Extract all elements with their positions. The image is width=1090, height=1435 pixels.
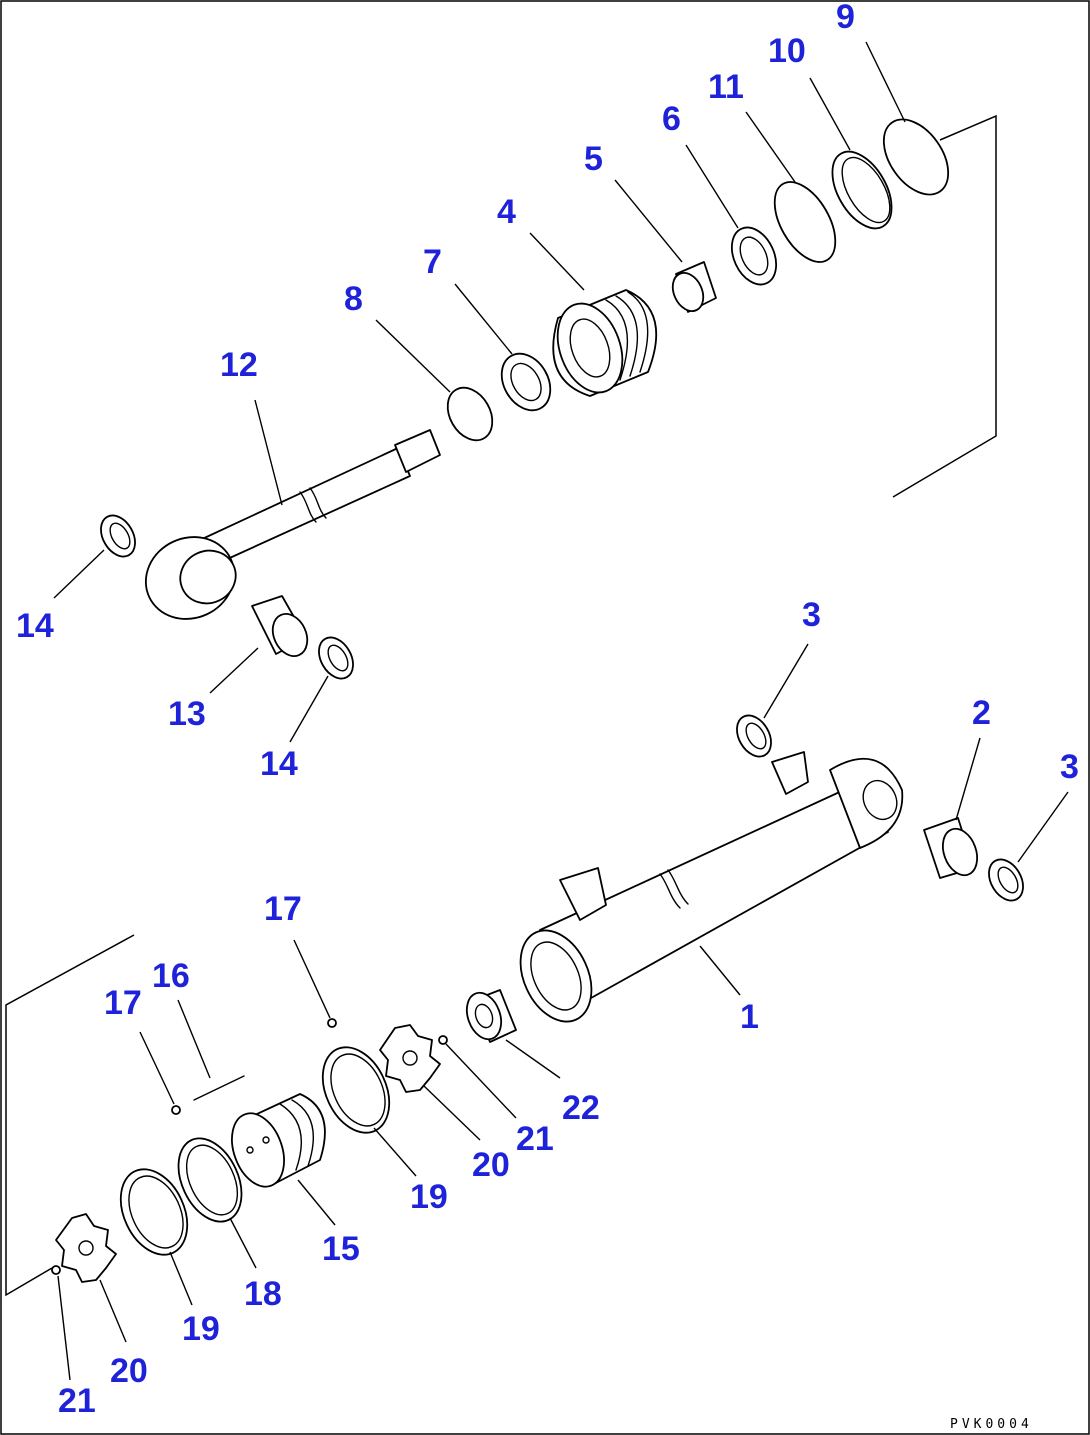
rod-group-bracket [892,114,997,498]
part-20-plate [379,1024,441,1093]
part-6-seal [730,226,778,286]
part-1-cylinder-tube [519,751,904,1023]
callout-10: 10 [768,32,806,70]
callout-20: 20 [472,1146,510,1184]
callout-16: 16 [152,957,190,995]
part-21-ball-b [51,1265,61,1275]
callout-8: 8 [344,280,363,318]
callout-2: 2 [972,694,991,732]
callout-21: 21 [516,1120,554,1158]
part-17-ball-b [171,1105,181,1115]
drawing-code: PVK0004 [950,1417,1033,1432]
callout-4: 4 [497,193,516,231]
callout-12: 12 [220,346,258,384]
callout-21b: 21 [58,1382,96,1420]
callout-1: 1 [740,998,759,1036]
callout-18: 18 [244,1275,282,1313]
piston-group-bracket [5,934,135,1297]
callout-3: 3 [802,596,821,634]
part-10-ring [831,150,893,230]
part-19-wear-ring-b [119,1168,189,1256]
callout-17: 17 [264,890,302,928]
callout-22: 22 [562,1089,600,1127]
part-11-ring [773,181,837,263]
callout-15: 15 [322,1230,360,1268]
part-9-ring [882,118,950,196]
callout-20b: 20 [110,1352,148,1390]
part-15-piston [231,1093,326,1188]
part-20-plate-b [55,1213,117,1283]
part-16-pin [193,1075,245,1101]
callout-14: 14 [16,607,54,645]
callout-5: 5 [584,140,603,178]
callout-6: 6 [662,100,681,138]
part-3-dust-seal-b [988,858,1024,902]
part-22-nut [465,989,517,1043]
callout-3b: 3 [1060,748,1079,786]
leader-lines [53,41,1069,1381]
callout-14b: 14 [260,745,298,783]
part-8-ring [446,386,494,442]
part-12-piston-rod [144,429,441,620]
part-14-dust-seal-b [318,636,354,680]
part-2-bushing [923,817,979,879]
part-18-seal [177,1137,243,1223]
callout-13: 13 [168,695,206,733]
part-13-bushing [251,595,309,657]
callout-labels: 9 10 11 6 5 4 7 8 12 14 13 14 3 2 3 1 17… [16,0,1079,1420]
callout-11: 11 [708,68,744,106]
callout-19b: 19 [182,1310,220,1348]
part-21-ball [438,1035,448,1045]
part-19-wear-ring [321,1046,391,1134]
callout-17b: 17 [104,984,142,1022]
part-14-dust-seal [100,514,136,558]
callout-19: 19 [410,1178,448,1216]
callout-7: 7 [423,243,442,281]
part-3-dust-seal [736,714,772,758]
part-5-bushing [671,261,717,313]
part-4-cylinder-head [552,289,658,397]
part-17-ball [327,1018,337,1028]
part-7-bushing [500,352,552,412]
callout-9: 9 [836,0,855,36]
